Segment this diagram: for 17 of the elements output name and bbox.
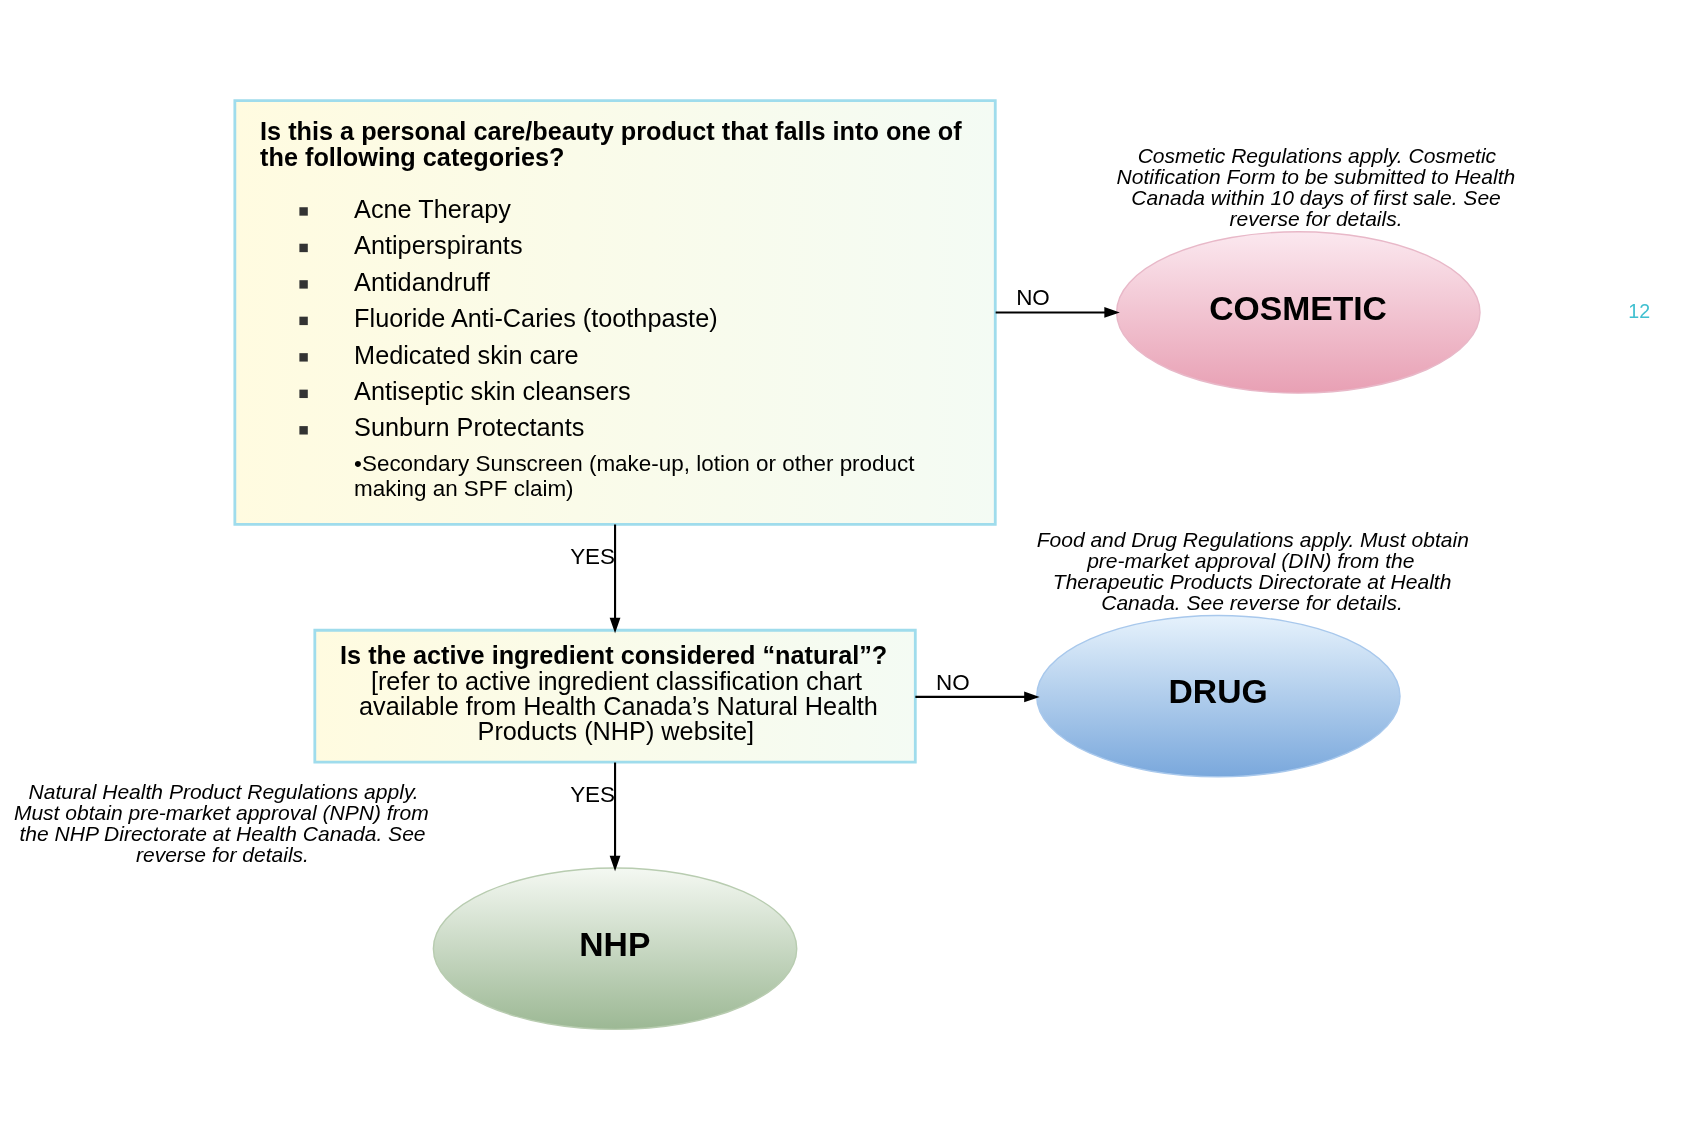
node-box: Is the active ingredient considered “natural”? [refer to active ingredient classification chart available from Health Canada’s Natural Health Products (NHP) website] — [313, 628, 917, 764]
edge-label: YES — [570, 544, 616, 570]
node-ellipse: DRUG — [1035, 614, 1401, 778]
edge-label: YES — [570, 782, 616, 808]
edge-label: NO — [1016, 285, 1050, 311]
node-ellipse: NHP — [432, 867, 798, 1031]
node-box: Is this a personal care/beauty product that falls into one of the following categories? Acne Therapy Antiperspirants Antidandruff Fluoride Anti-Caries (toothpaste) Medicated skin care Antiseptic skin cleansers Sunburn Protectants •Secondary Sunscreen (make-up, lotion or other product making an SPF claim) — [233, 99, 997, 526]
arrow — [915, 691, 1040, 703]
arrow — [995, 307, 1120, 318]
node-label: Food and Drug Regulations apply. Must obtain pre-market approval (DIN) from the Therapeutic Products Directorate at Health Canada. See reverse for details. — [1036, 527, 1469, 614]
arrow — [609, 762, 621, 872]
node-label: Natural Health Product Regulations apply. Must obtain pre-market approval (NPN) from the NHP Directorate at Health Canada. See reverse for details. — [13, 780, 429, 867]
edge-label: NO — [935, 669, 970, 695]
label: 12 — [1628, 299, 1651, 322]
node-ellipse: COSMETIC — [1115, 231, 1481, 394]
arrow — [609, 524, 621, 634]
node-label: Cosmetic Regulations apply. Cosmetic Notification Form to be submitted to Health Canada within 10 days of first sale. See reverse for details. — [1116, 144, 1516, 231]
